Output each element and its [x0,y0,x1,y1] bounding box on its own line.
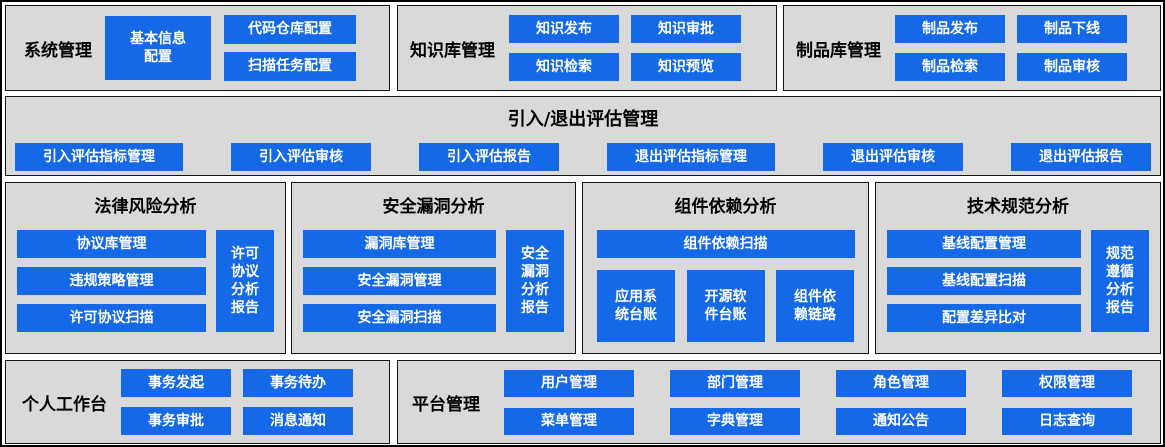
panel-title-personal: 个人工作台 [22,394,107,415]
component-button-row: 应用系统台账 开源软件台账 组件依赖链路 [583,270,868,342]
btn-message-notification[interactable]: 消息通知 [243,407,353,435]
panel-system-management: 系统管理 基本信息配置 代码仓库配置 扫描任务配置 [5,5,390,91]
tech-body: 基线配置管理 基线配置扫描 配置差异比对 规范遵循分析报告 [876,230,1160,332]
btn-log-query[interactable]: 日志查询 [1002,407,1132,435]
btn-role-mgmt[interactable]: 角色管理 [836,369,966,397]
btn-app-system-ledger[interactable]: 应用系统台账 [597,270,675,342]
artifact-button-grid: 制品发布 制品下线 制品检索 制品审核 [895,15,1127,81]
legal-body: 协议库管理 违规策略管理 许可协议扫描 许可协议分析报告 [6,230,285,332]
btn-task-initiate[interactable]: 事务发起 [121,369,231,397]
btn-intro-eval-review[interactable]: 引入评估审核 [231,143,371,171]
panel-component-dependency-analysis: 组件依赖分析 组件依赖扫描 应用系统台账 开源软件台账 组件依赖链路 [582,182,869,354]
btn-config-diff-compare[interactable]: 配置差异比对 [887,304,1081,332]
panel-title-platform: 平台管理 [412,394,480,415]
panel-title-legal: 法律风险分析 [94,197,197,217]
btn-opensource-software-ledger[interactable]: 开源软件台账 [686,270,765,342]
tech-button-column: 基线配置管理 基线配置扫描 配置差异比对 [887,230,1081,332]
btn-intro-eval-metrics[interactable]: 引入评估指标管理 [15,143,183,171]
btn-task-approve[interactable]: 事务审批 [121,407,231,435]
btn-security-vuln-report[interactable]: 安全漏洞分析报告 [506,230,564,332]
btn-permission-mgmt[interactable]: 权限管理 [1002,369,1132,397]
security-button-column: 漏洞库管理 安全漏洞管理 安全漏洞扫描 [303,230,496,332]
panel-personal-workspace: 个人工作台 事务发起 事务待办 事务审批 消息通知 [5,360,390,444]
btn-menu-mgmt[interactable]: 菜单管理 [504,407,634,435]
btn-artifact-review[interactable]: 制品审核 [1017,53,1127,81]
security-body: 漏洞库管理 安全漏洞管理 安全漏洞扫描 安全漏洞分析报告 [292,230,575,332]
knowledge-button-grid: 知识发布 知识审批 知识检索 知识预览 [509,15,741,81]
btn-code-repo-config[interactable]: 代码仓库配置 [224,15,356,44]
btn-exit-eval-review[interactable]: 退出评估审核 [823,143,963,171]
panel-title-security: 安全漏洞分析 [382,197,485,217]
btn-vuln-library-mgmt[interactable]: 漏洞库管理 [303,230,496,258]
btn-license-library-mgmt[interactable]: 协议库管理 [17,230,206,258]
panel-knowledge-management: 知识库管理 知识发布 知识审批 知识检索 知识预览 [397,5,777,91]
btn-knowledge-approve[interactable]: 知识审批 [631,15,741,43]
btn-dependency-chain[interactable]: 组件依赖链路 [776,270,854,342]
btn-baseline-config-mgmt[interactable]: 基线配置管理 [887,230,1081,258]
personal-button-grid: 事务发起 事务待办 事务审批 消息通知 [121,369,353,435]
panel-title-component: 组件依赖分析 [674,197,777,217]
panel-security-vuln-analysis: 安全漏洞分析 漏洞库管理 安全漏洞管理 安全漏洞扫描 安全漏洞分析报告 [291,182,576,354]
platform-button-grid: 用户管理 部门管理 角色管理 权限管理 菜单管理 字典管理 通知公告 日志查询 [504,369,1132,435]
btn-task-todo[interactable]: 事务待办 [243,369,353,397]
btn-artifact-publish[interactable]: 制品发布 [895,15,1005,43]
system-button-column: 代码仓库配置 扫描任务配置 [224,15,356,81]
btn-knowledge-preview[interactable]: 知识预览 [631,53,741,81]
btn-component-dependency-scan[interactable]: 组件依赖扫描 [596,230,855,258]
legal-button-column: 协议库管理 违规策略管理 许可协议扫描 [17,230,206,332]
btn-department-mgmt[interactable]: 部门管理 [670,369,800,397]
btn-artifact-search[interactable]: 制品检索 [895,53,1005,81]
btn-security-vuln-scan[interactable]: 安全漏洞扫描 [303,304,496,332]
btn-license-analysis-report[interactable]: 许可协议分析报告 [216,230,274,332]
evaluation-button-row: 引入评估指标管理 引入评估审核 引入评估报告 退出评估指标管理 退出评估审核 退… [6,143,1160,171]
panel-title-knowledge: 知识库管理 [410,40,495,61]
btn-exit-eval-report[interactable]: 退出评估报告 [1011,143,1151,171]
btn-spec-compliance-report[interactable]: 规范遵循分析报告 [1091,230,1149,332]
btn-basic-info-config[interactable]: 基本信息配置 [105,16,211,80]
btn-artifact-offline[interactable]: 制品下线 [1017,15,1127,43]
panel-title-artifact: 制品库管理 [796,40,881,61]
panel-evaluation-management: 引入/退出评估管理 引入评估指标管理 引入评估审核 引入评估报告 退出评估指标管… [5,96,1161,176]
panel-title-evaluation: 引入/退出评估管理 [507,109,659,130]
btn-notice-announcement[interactable]: 通知公告 [836,407,966,435]
panel-legal-risk-analysis: 法律风险分析 协议库管理 违规策略管理 许可协议扫描 许可协议分析报告 [5,182,286,354]
btn-intro-eval-report[interactable]: 引入评估报告 [419,143,559,171]
panel-tech-spec-analysis: 技术规范分析 基线配置管理 基线配置扫描 配置差异比对 规范遵循分析报告 [875,182,1161,354]
panel-artifact-management: 制品库管理 制品发布 制品下线 制品检索 制品审核 [783,5,1161,91]
panel-platform-management: 平台管理 用户管理 部门管理 角色管理 权限管理 菜单管理 字典管理 通知公告 … [397,360,1161,444]
btn-license-scan[interactable]: 许可协议扫描 [17,304,206,332]
panel-title-system: 系统管理 [24,40,92,61]
btn-user-mgmt[interactable]: 用户管理 [504,369,634,397]
btn-baseline-config-scan[interactable]: 基线配置扫描 [887,267,1081,295]
btn-knowledge-search[interactable]: 知识检索 [509,53,619,81]
btn-dictionary-mgmt[interactable]: 字典管理 [670,407,800,435]
panel-title-tech: 技术规范分析 [967,197,1069,217]
btn-security-vuln-mgmt[interactable]: 安全漏洞管理 [303,267,496,295]
btn-knowledge-publish[interactable]: 知识发布 [509,15,619,43]
btn-violation-policy-mgmt[interactable]: 违规策略管理 [17,267,206,295]
btn-exit-eval-metrics[interactable]: 退出评估指标管理 [607,143,775,171]
btn-scan-task-config[interactable]: 扫描任务配置 [224,52,356,81]
